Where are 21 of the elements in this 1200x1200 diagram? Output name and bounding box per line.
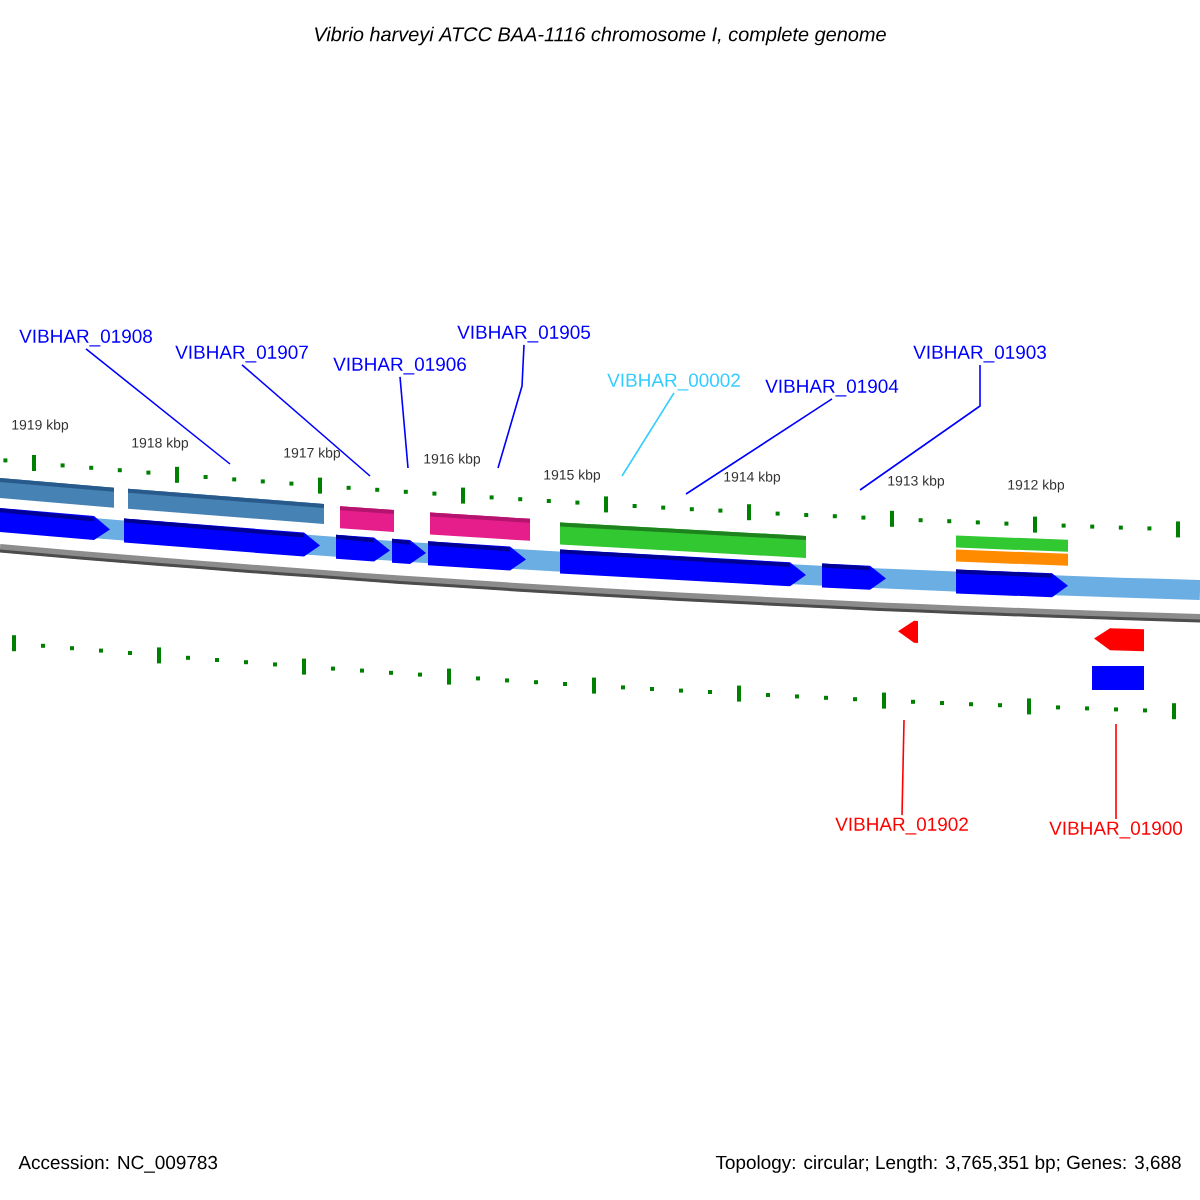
gene-label: VIBHAR_01900 [1049,821,1183,839]
leader-line [85,348,231,465]
gene-label: VIBHAR_00002 [607,373,740,391]
gene-label: VIBHAR_01906 [333,357,466,375]
title: Vibrio harveyi ATCC BAA-1116 chromosome I, complete genome [315,26,886,46]
leader-line [621,392,675,477]
leader-line [1115,723,1117,820]
leader-line [859,364,981,491]
leader-line [685,398,833,495]
genome-info-text: Topology: circular; Length: 3,765,351 bp; Genes: 3,688 [715,1155,1181,1173]
gene-label: VIBHAR_01904 [765,379,899,397]
gene-label: VIBHAR_01902 [835,817,968,835]
leader-line [399,376,409,469]
leader-line [241,364,371,477]
gene-label: VIBHAR_01908 [19,329,152,347]
accession-text: Accession: NC_009783 [18,1155,218,1173]
leader-line [901,719,905,816]
gene-label: VIBHAR_01907 [175,345,308,363]
gene-label: VIBHAR_01903 [913,345,1046,363]
leader-line [497,344,525,469]
gene-label: VIBHAR_01905 [457,325,591,343]
